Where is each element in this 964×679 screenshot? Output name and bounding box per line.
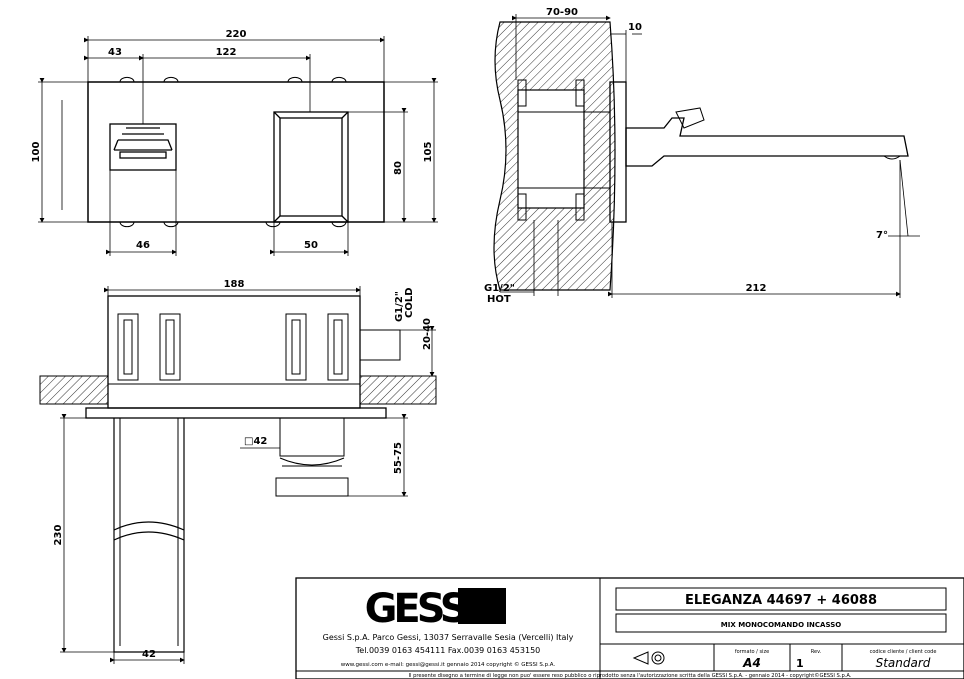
format-label: formato / size: [735, 649, 769, 655]
spout-plate: [273, 111, 349, 223]
label-inlet-hot: HOT: [487, 294, 511, 305]
dim-center-distance: 122: [216, 47, 237, 58]
front-plate: [87, 81, 385, 223]
product-subtitle: MIX MONOCOMANDO INCASSO: [721, 621, 841, 629]
format-value: A4: [742, 656, 761, 670]
title-block: GESSI Gessi S.p.A. Parco Gessi, 13037 Se…: [295, 577, 964, 679]
client-code-value: Standard: [876, 656, 931, 670]
spout: [625, 117, 909, 167]
embedded-body: [517, 89, 585, 209]
dim-plate-thickness: 10: [628, 22, 642, 33]
dim-spout-projection: 212: [746, 283, 767, 294]
gessi-logo: GESSI: [365, 586, 506, 632]
label-inlet-thread: G1/2": [484, 283, 515, 294]
label-cold-word: COLD: [404, 287, 415, 318]
spout-projection: [113, 418, 185, 653]
dim-height-right: 105: [423, 142, 434, 163]
side-view: 70-90 10 7° 212 G1/2" HOT: [484, 7, 920, 305]
dim-body-width: 188: [224, 279, 245, 290]
dim-height-left: 100: [31, 142, 42, 163]
dim-total-height: 230: [53, 525, 64, 546]
dim-handle-projection: 55-75: [393, 442, 404, 474]
client-code-label: codice cliente / client code: [870, 649, 937, 655]
dim-bottom-width: 42: [142, 649, 156, 660]
dim-angle: 7°: [876, 230, 888, 241]
projection-symbol-icon: [632, 651, 665, 665]
product-title: ELEGANZA 44697 + 46088: [685, 593, 877, 608]
dim-handle-height: 80: [393, 161, 404, 175]
mixer-handle: [109, 123, 177, 171]
mount-bumps: [119, 76, 347, 228]
dim-spout-plate-width: 50: [304, 240, 318, 251]
rev-label: Rev.: [811, 649, 822, 655]
tel-line: Tel.0039 0163 454111 Fax.0039 0163 45315…: [355, 646, 541, 655]
dim-left-offset: 43: [108, 47, 122, 58]
web-line: www.gessi.com e-mail: gessi@gessi.it gen…: [341, 661, 556, 668]
company-line: Gessi S.p.A. Parco Gessi, 13037 Serraval…: [323, 633, 574, 642]
dim-inlet-height: 20-40: [422, 318, 433, 350]
dim-handle-width: 46: [136, 240, 150, 251]
label-square: □42: [244, 436, 267, 447]
front-view: 220 43 122 100 105 80 46 50: [31, 29, 438, 256]
dim-overall-width: 220: [226, 29, 247, 40]
top-view: 188 G1/2" COLD 20-40 □42 55-75 230 42: [39, 279, 437, 664]
body-box: [107, 295, 361, 409]
front-plate-top: [85, 407, 387, 419]
rev-value: 1: [796, 657, 804, 670]
footer-note: Il presente disegno a termine di legge n…: [408, 672, 851, 679]
dim-wall-depth: 70-90: [546, 7, 578, 18]
label-cold-thread: G1/2": [394, 291, 405, 322]
